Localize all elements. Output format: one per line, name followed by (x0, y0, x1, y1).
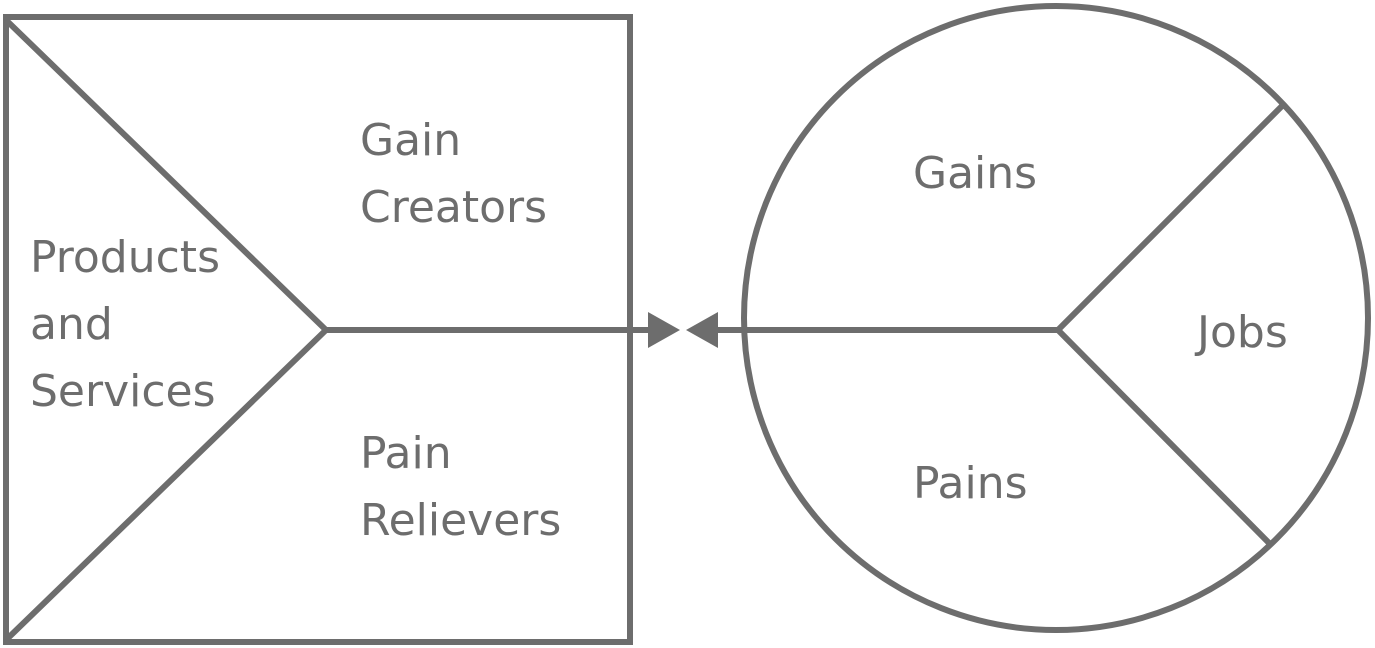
pain-relievers-line-1: Pain (360, 428, 452, 479)
gain-creators-line-1: Gain (360, 115, 461, 166)
products-divider-lower (3, 327, 329, 643)
pain-relievers-line-2: Relievers (360, 495, 561, 546)
gains-label: Gains (913, 148, 1037, 199)
pain-relievers-label: Pain Relievers (360, 428, 561, 546)
products-line-1: Products (30, 232, 220, 283)
jobs-label: Jobs (1194, 307, 1288, 358)
products-and-services-label: Products and Services (30, 232, 234, 417)
gains-jobs-divider (1055, 101, 1287, 333)
products-line-3: Services (30, 366, 216, 417)
customer-profile-arrowhead (686, 312, 718, 348)
value-map-arrowhead (648, 312, 680, 348)
customer-profile-circle (741, 3, 1371, 633)
pains-label: Pains (913, 458, 1028, 509)
products-divider-upper (3, 17, 329, 333)
gain-creators-label: Gain Creators (360, 115, 547, 233)
gain-creators-line-2: Creators (360, 182, 547, 233)
jobs-pains-divider (1055, 327, 1273, 547)
customer-profile: Gains Jobs Pains (686, 3, 1371, 633)
value-map: Gain Creators Products and Services Pain… (3, 14, 680, 645)
products-line-2: and (30, 299, 113, 350)
